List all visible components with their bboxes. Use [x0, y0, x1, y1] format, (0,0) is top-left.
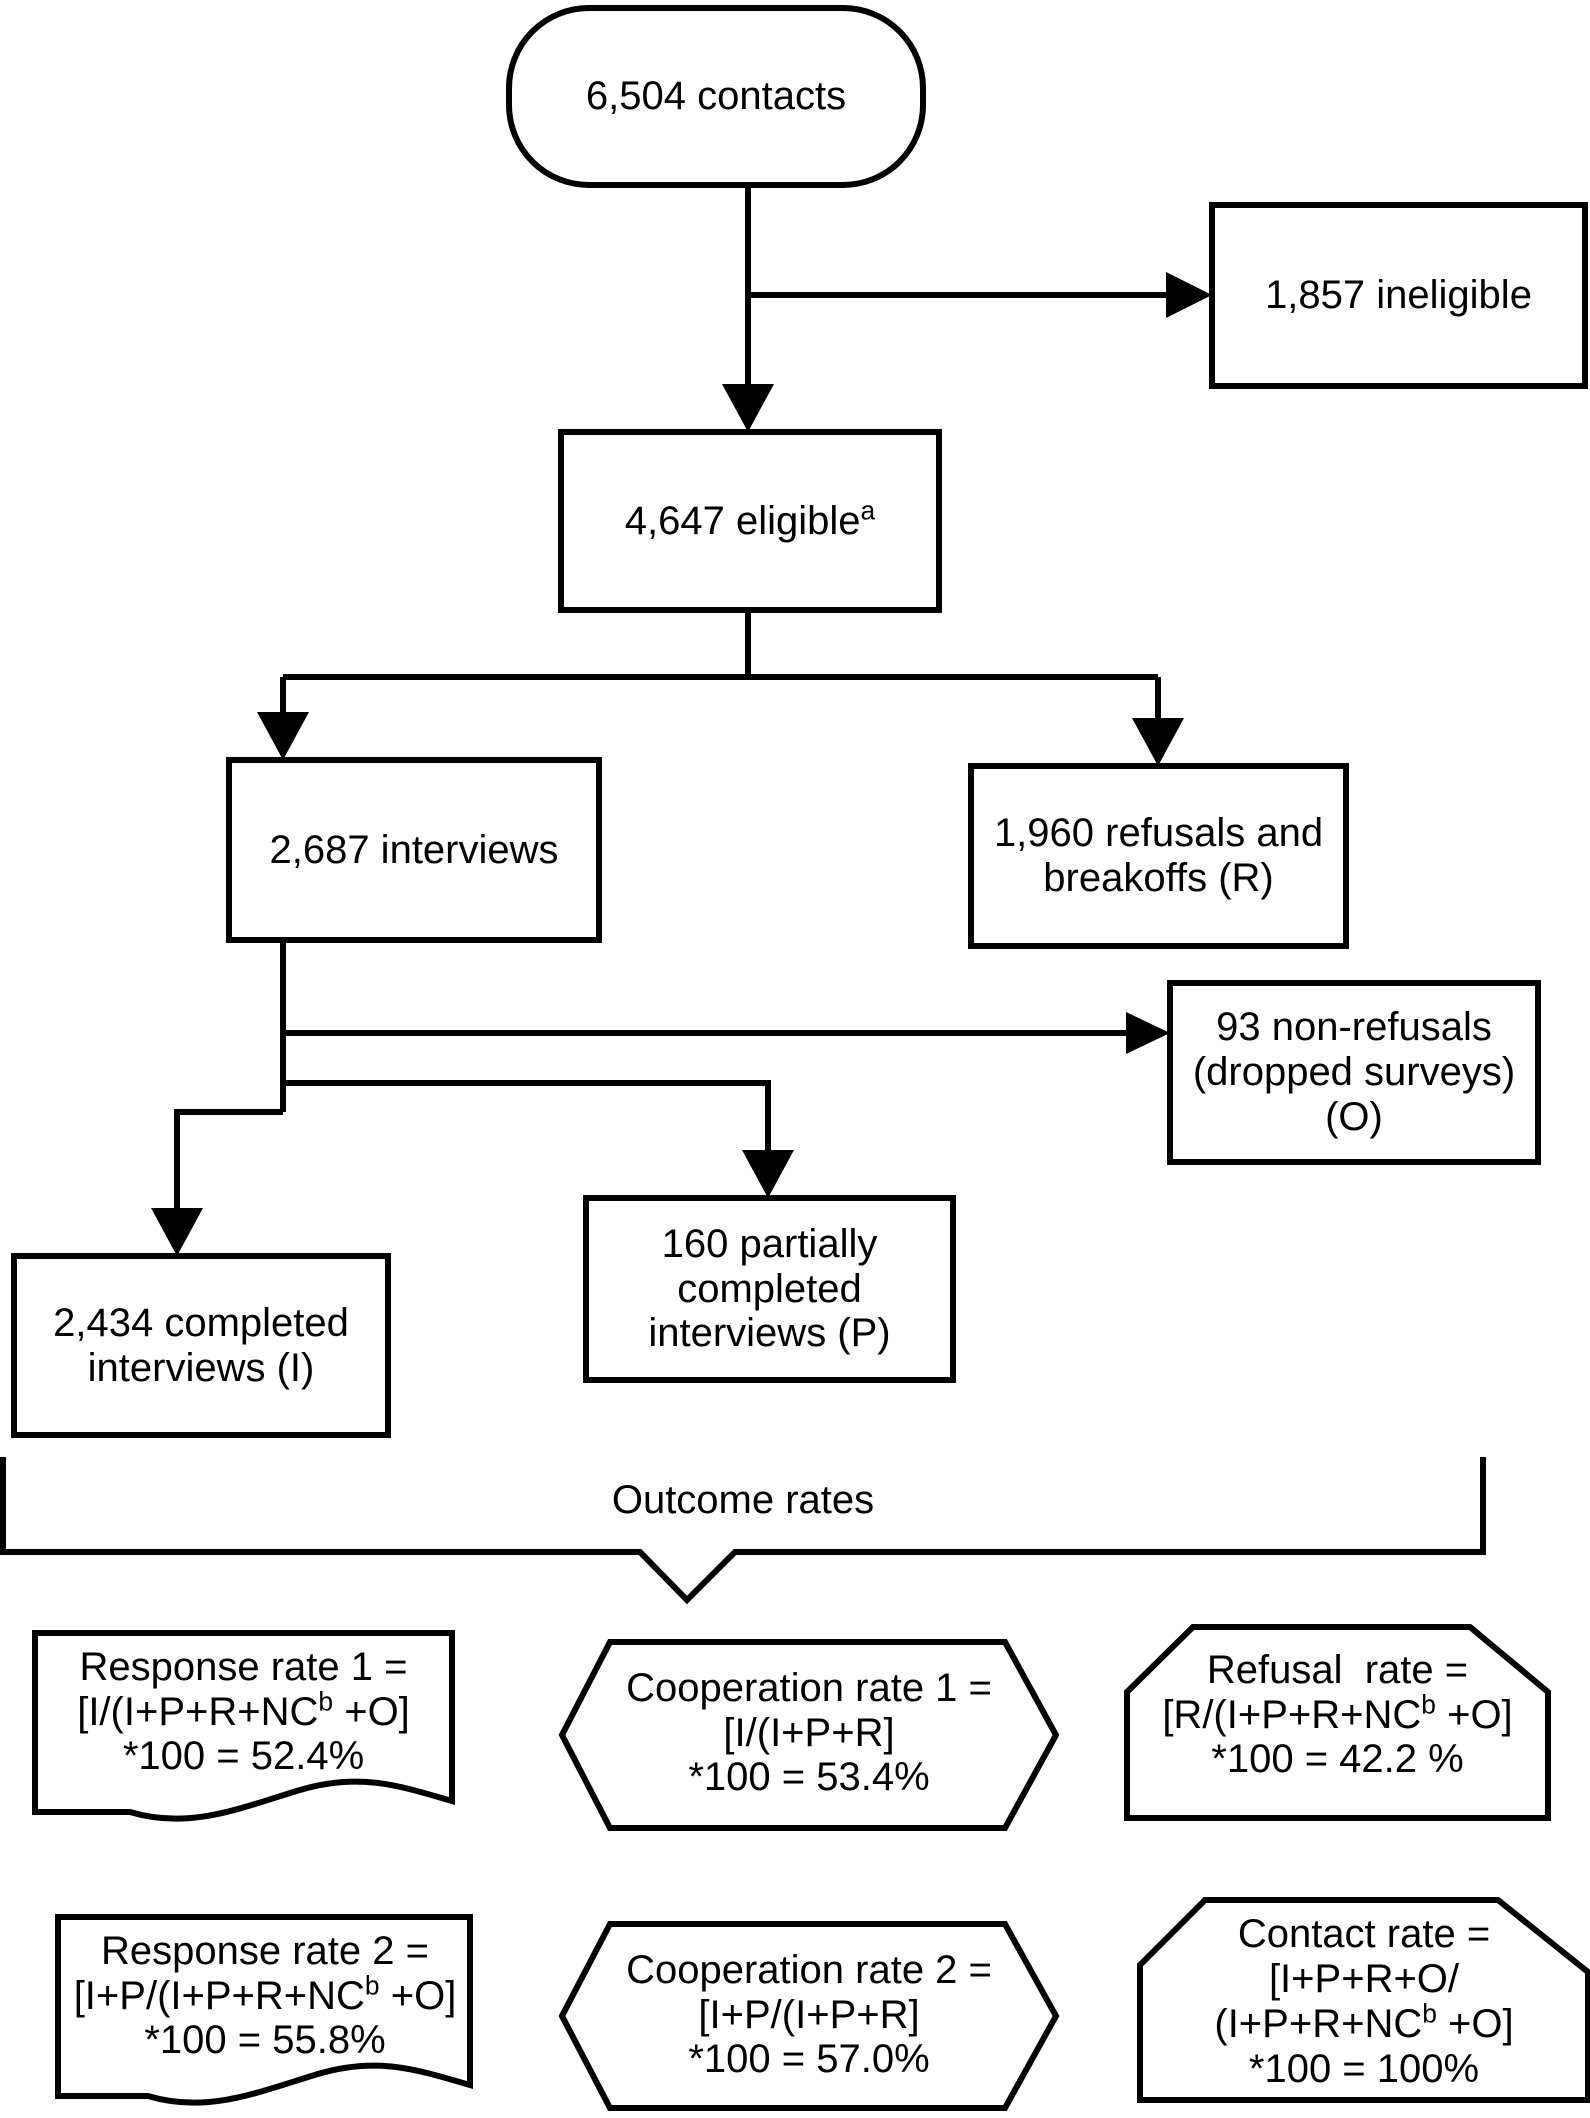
- node-interviews-shape: [226, 757, 602, 943]
- node-eligible-shape: [558, 429, 942, 613]
- rate-cooperation-rate-1-shape: [558, 1639, 1060, 1831]
- connector-to-completed: [174, 1109, 283, 1230]
- node-nonrefusals-shape: [1167, 980, 1541, 1165]
- node-partial-shape: [583, 1195, 956, 1383]
- node-ineligible-shape: [1209, 202, 1588, 389]
- outcome-rates-bracket: [0, 1457, 1486, 1605]
- outcome-rates-text: Outcome rates: [611, 1478, 875, 1522]
- node-contacts-shape: [506, 5, 926, 188]
- rate-refusal-rate-shape: [1124, 1624, 1551, 1821]
- rate-response-rate-2-shape: [55, 1914, 473, 2106]
- rate-cooperation-rate-2-shape: [558, 1921, 1060, 2111]
- arrowhead-refusals: [1132, 718, 1184, 766]
- arrowhead-nonrefusals: [1126, 1012, 1170, 1054]
- rate-response-rate-1-shape: [32, 1630, 455, 1822]
- arrowhead-completed: [151, 1208, 203, 1256]
- arrowhead-eligible: [722, 384, 774, 432]
- node-refusals-shape: [968, 763, 1349, 949]
- arrowhead-ineligible: [1166, 272, 1212, 318]
- arrowhead-interviews: [257, 712, 309, 760]
- rate-contact-rate-shape: [1137, 1897, 1590, 2103]
- arrowhead-partial: [742, 1150, 794, 1198]
- connector-to-partial: [283, 1080, 771, 1172]
- outcome-rates-label: Outcome rates: [3, 1478, 1483, 1523]
- node-completed-shape: [11, 1253, 391, 1438]
